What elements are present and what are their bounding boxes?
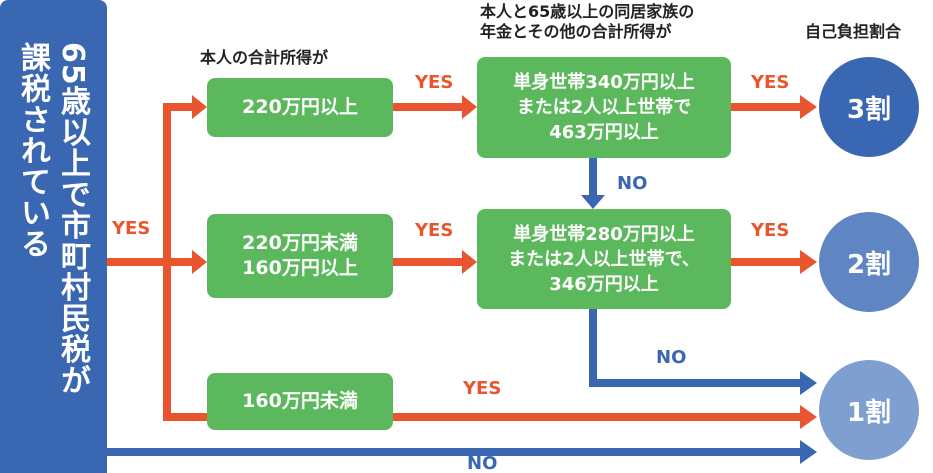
household-box-3wari: 単身世帯340万円以上 または2人以上世帯で 463万円以上 <box>477 57 731 158</box>
household-box-text: 463万円以上 <box>549 122 659 143</box>
income-box-under-160: 160万円未満 <box>207 373 393 430</box>
arrow-to-row2 <box>163 258 193 266</box>
household-box-text: 単身世帯280万円以上 <box>513 223 695 245</box>
yes-label-3wari: YES <box>751 72 790 93</box>
income-box-text: 220万円以上 <box>242 96 358 118</box>
no-label-household1: NO <box>617 173 648 194</box>
no-arrowhead-1wari <box>800 371 817 395</box>
orange-trunk-horizontal <box>107 258 167 266</box>
yes-label-taxed: YES <box>112 218 151 239</box>
copay-ratio-header: 自己負担割合 <box>805 22 902 41</box>
arrowhead-household2 <box>462 250 477 274</box>
own-income-header: 本人の合計所得が <box>200 48 329 67</box>
arrow-row1-to-household <box>393 103 463 111</box>
household-box-text: または2人以上世帯で <box>516 97 692 118</box>
arrow-household2-to-2wari <box>731 258 801 266</box>
condition-box: 65歳以上で市町村民税が 課税されている <box>0 0 107 473</box>
arrowhead-row1 <box>192 95 207 119</box>
no-label-household2: NO <box>656 347 687 368</box>
arrow-row2-to-household <box>393 258 463 266</box>
household-income-header-1: 本人と65歳以上の同居家族の <box>480 2 695 21</box>
no-arrow-household1-down <box>589 158 597 196</box>
no-label-not-taxed: NO <box>467 453 498 473</box>
household-box-2wari: 単身世帯280万円以上 または2人以上世帯で、 346万円以上 <box>477 209 731 309</box>
income-box-160-220: 220万円未満 160万円以上 <box>207 214 393 298</box>
household-box-text: 346万円以上 <box>549 273 659 295</box>
yes-label-row3: YES <box>463 378 502 399</box>
income-box-text: 220万円未満 <box>242 232 358 254</box>
household-box-text: または2人以上世帯で、 <box>508 248 700 270</box>
arrow-row3-to-1wari <box>393 413 801 421</box>
arrowhead-household1 <box>462 95 477 119</box>
condition-line2: 課税されている <box>15 42 50 259</box>
yes-label-row1: YES <box>415 72 454 93</box>
no-line-household2-down <box>589 309 597 387</box>
arrowhead-row2 <box>192 250 207 274</box>
result-3wari: 3割 <box>819 57 919 157</box>
arrow-household1-to-3wari <box>731 103 801 111</box>
arrow-to-row3 <box>163 413 207 421</box>
no-arrowhead-down <box>581 195 605 209</box>
no-arrowhead-bottom <box>800 440 817 464</box>
condition-line1: 65歳以上で市町村民税が <box>55 42 90 396</box>
arrowhead-3wari <box>800 95 817 119</box>
no-line-to-1wari <box>589 379 801 387</box>
arrow-to-row1 <box>163 103 193 111</box>
household-income-header-2: 年金とその他の合計所得が <box>480 22 672 41</box>
household-box-text: 単身世帯340万円以上 <box>513 72 695 93</box>
income-box-220-over: 220万円以上 <box>207 78 393 137</box>
yes-label-2wari: YES <box>751 220 790 241</box>
income-box-text: 160万円未満 <box>242 390 358 412</box>
arrowhead-2wari <box>800 250 817 274</box>
no-line-bottom <box>107 448 801 456</box>
result-1wari: 1割 <box>819 360 919 460</box>
income-box-text: 160万円以上 <box>242 257 358 279</box>
yes-label-row2: YES <box>415 220 454 241</box>
result-2wari: 2割 <box>819 212 919 312</box>
arrowhead-1wari-yes <box>800 405 817 429</box>
